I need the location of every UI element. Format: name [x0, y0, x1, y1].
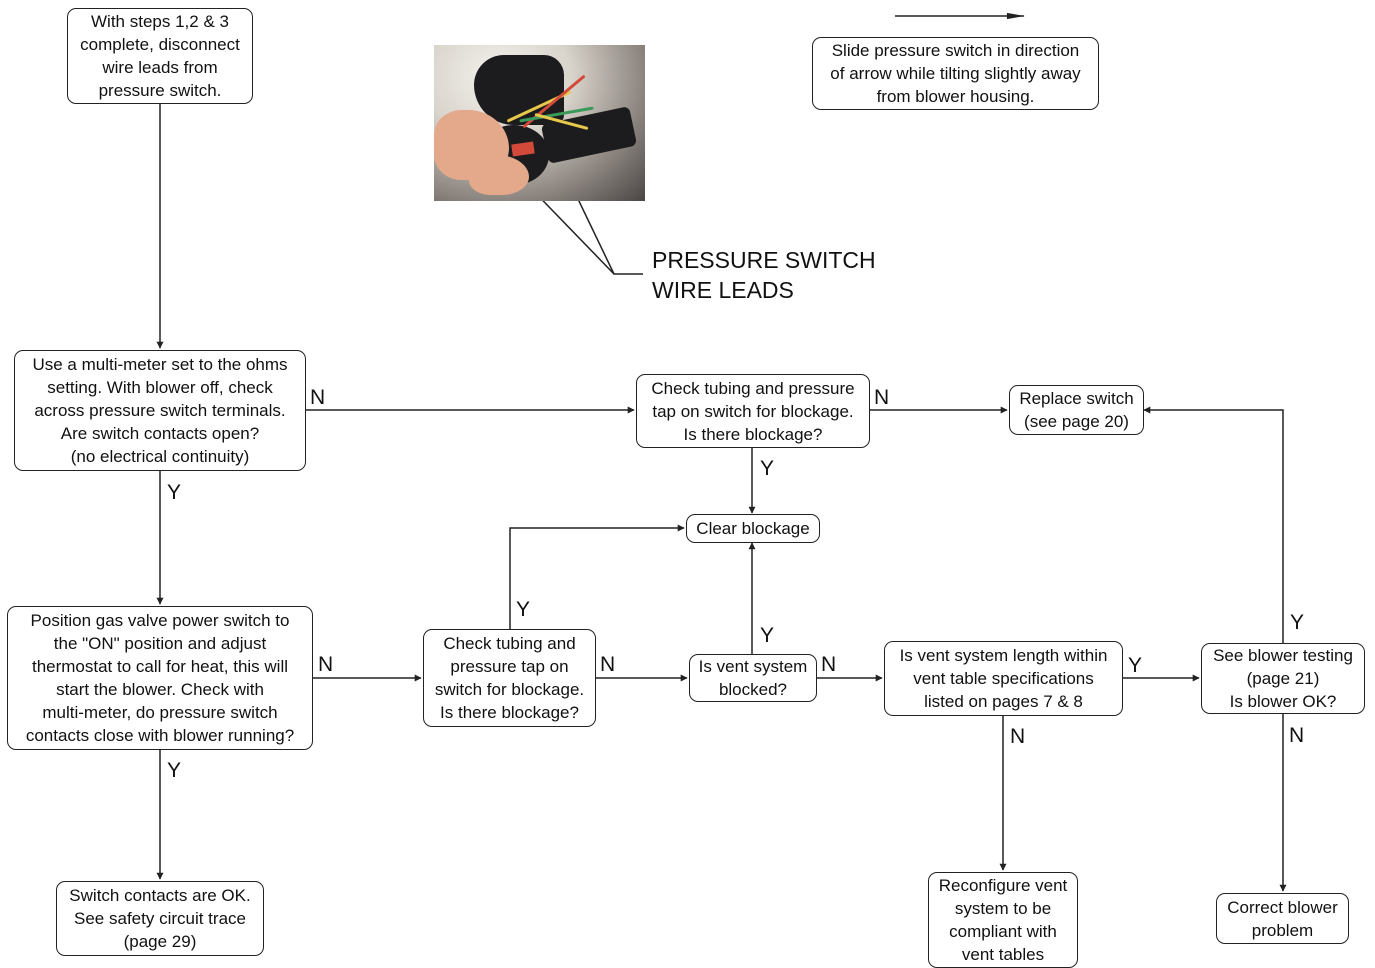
contacts-ok-node: Switch contacts are OK. See safety circu… [56, 881, 264, 956]
photo-caption: PRESSURE SWITCH WIRE LEADS [652, 247, 876, 303]
arrow-blower-to-replace [1143, 406, 1284, 643]
ohms-yes-label: Y [167, 481, 182, 504]
tubing-top-yes-label: Y [760, 457, 775, 480]
ohms-no-label: N [310, 386, 326, 409]
arrow-tubing-mid-to-clear [509, 524, 685, 629]
correct-blower-node: Correct blower problem [1216, 893, 1349, 944]
gas-yes-label: Y [167, 759, 182, 782]
vent-blocked-no-label: N [821, 653, 837, 676]
ohms-check-node: Use a multi-meter set to the ohms settin… [14, 350, 306, 471]
tubing-top-no-label: N [874, 386, 890, 409]
tubing-check-mid-node: Check tubing and pressure tap on switch … [423, 629, 596, 727]
tubing-mid-yes-label: Y [516, 598, 531, 621]
vent-length-node: Is vent system length within vent table … [884, 641, 1123, 716]
vent-blocked-node: Is vent system blocked? [689, 654, 817, 702]
gas-no-label: N [318, 653, 334, 676]
gas-valve-check-node: Position gas valve power switch to the "… [7, 606, 313, 750]
vent-length-no-label: N [1010, 725, 1026, 748]
reconfigure-vent-node: Reconfigure vent system to be compliant … [928, 872, 1078, 968]
vent-length-yes-label: Y [1128, 654, 1143, 677]
replace-switch-node: Replace switch (see page 20) [1009, 385, 1144, 435]
blower-yes-label: Y [1290, 611, 1305, 634]
start-node: With steps 1,2 & 3 complete, disconnect … [67, 8, 253, 104]
clear-blockage-node: Clear blockage [686, 514, 820, 543]
vent-blocked-yes-label: Y [760, 624, 775, 647]
pressure-switch-photo [434, 45, 645, 201]
blower-no-label: N [1289, 724, 1305, 747]
slide-switch-note: Slide pressure switch in direction of ar… [812, 37, 1099, 110]
tubing-check-top-node: Check tubing and pressure tap on switch … [636, 374, 870, 448]
blower-testing-node: See blower testing (page 21) Is blower O… [1201, 643, 1365, 714]
tubing-mid-no-label: N [600, 653, 616, 676]
